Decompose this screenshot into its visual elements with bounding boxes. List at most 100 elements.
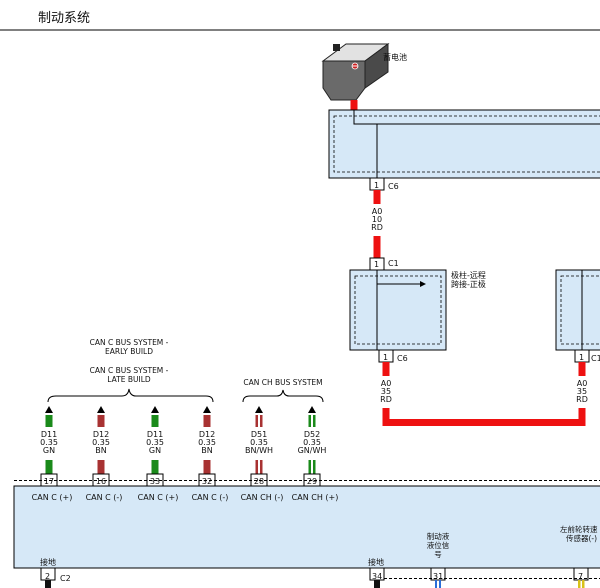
wire-circuit-1: D12: [93, 430, 109, 439]
wire-circuit-2: D11: [147, 430, 163, 439]
wire-size-3: 0.35: [198, 438, 216, 447]
battery-cable: [350, 100, 358, 110]
wire-lower-1: [97, 460, 105, 474]
svg-text:C1: C1: [388, 259, 399, 268]
wire-size-0: 0.35: [40, 438, 58, 447]
svg-text:31: 31: [433, 572, 443, 581]
can-ch-brace: [242, 389, 324, 403]
wheel-sensor-wire-b: [582, 580, 585, 588]
brake-fluid-label-2: 液位信: [427, 540, 450, 550]
pin-number-1: 16: [96, 477, 106, 486]
wire-lower-b-4: [260, 460, 263, 474]
wheel-sensor-wire-a: [578, 580, 581, 588]
ground-mid-label: 接地: [368, 557, 384, 567]
pin-number-2: 33: [150, 477, 160, 486]
wire-color-0: GN: [43, 446, 55, 455]
wire-upper-a-5: [308, 415, 311, 427]
main-module-box: [13, 485, 600, 569]
wire-a0-35-left-circuit: A0: [381, 379, 392, 388]
battery-label: 蓄电池: [383, 52, 407, 62]
signal-label-1: CAN C (-): [86, 493, 123, 502]
wire-color-1: BN: [95, 446, 106, 455]
signal-label-2: CAN C (+): [138, 493, 179, 502]
wire-size-5: 0.35: [303, 438, 321, 447]
module-a-label-2: 跨接-正极: [451, 279, 486, 289]
wire-circuit-0: D11: [41, 430, 57, 439]
wire-upper-1: [97, 415, 105, 427]
wire-a0-35-left-upper: [382, 362, 390, 376]
wire-a0-10-color: RD: [371, 223, 383, 232]
can-ch-label: CAN CH BUS SYSTEM: [243, 378, 322, 387]
wire-upper-b-4: [260, 415, 263, 427]
pin-number-5: 29: [307, 477, 317, 486]
wire-lower-0: [45, 460, 53, 474]
distribution-box-inner: [333, 115, 600, 173]
pin-number-0: 17: [44, 477, 54, 486]
svg-text:C2: C2: [60, 574, 71, 583]
wire-color-2: GN: [149, 446, 161, 455]
wire-arrow-4: [255, 406, 263, 413]
connector-c6-top: 1 C6: [369, 178, 399, 191]
wire-arrow-5: [308, 406, 316, 413]
wire-a0-35-bridge: [382, 419, 586, 426]
wire-upper-b-5: [313, 415, 316, 427]
wire-a0-35-left-color: RD: [380, 395, 392, 404]
brake-fluid-wire-b: [439, 580, 441, 588]
signal-label-5: CAN CH (+): [292, 493, 339, 502]
wire-color-4: BN/WH: [245, 446, 273, 455]
can-c-early-label-1: CAN C BUS SYSTEM -: [90, 338, 169, 347]
module-a-box: [349, 269, 447, 351]
svg-text:1: 1: [383, 353, 388, 362]
module-a-arrow: [420, 281, 426, 287]
wire-arrow-0: [45, 406, 53, 413]
module-a-inner: [354, 275, 442, 345]
wire-circuit-4: D51: [251, 430, 267, 439]
ground-left-label: 接地: [40, 557, 56, 567]
wire-lower-3: [203, 460, 211, 474]
connector-c1-in: 1 C1: [369, 257, 399, 270]
svg-text:C6: C6: [388, 182, 399, 191]
wire-lower-a-5: [308, 460, 311, 474]
can-wire-layer: D110.35GN17D120.35BN16D110.35GN33D120.35…: [40, 406, 326, 486]
wire-arrow-3: [203, 406, 211, 413]
svg-text:C6: C6: [397, 354, 408, 363]
wire-circuit-5: D52: [304, 430, 320, 439]
wire-a0-35-right-lower: [578, 408, 586, 426]
ground-mid-connector: 34: [369, 568, 385, 581]
distribution-bus: [353, 110, 600, 125]
wire-upper-0: [45, 415, 53, 427]
svg-text:1: 1: [579, 353, 584, 362]
can-c-late-label-2: LATE BUILD: [107, 375, 151, 384]
wire-color-5: GN/WH: [298, 446, 327, 455]
wheel-sensor-label-1: 左前轮转速: [560, 524, 598, 534]
svg-text:1: 1: [374, 260, 379, 269]
wire-a0-10-size: 10: [372, 215, 382, 224]
wire-a0-35-right-color: RD: [576, 395, 588, 404]
wire-upper-2: [151, 415, 159, 427]
page-title: 制动系统: [38, 11, 90, 26]
wire-upper-3: [203, 415, 211, 427]
svg-text:C1: C1: [591, 354, 600, 363]
svg-text:2: 2: [45, 572, 50, 581]
wire-a0-35-right-upper: [578, 362, 586, 376]
wire-upper-a-4: [255, 415, 258, 427]
pin-number-3: 32: [202, 477, 212, 486]
wire-size-4: 0.35: [250, 438, 268, 447]
wire-a0-35-left-size: 35: [381, 387, 391, 396]
wire-size-1: 0.35: [92, 438, 110, 447]
wire-a0-35-left-lower: [382, 408, 390, 426]
wire-circuit-3: D12: [199, 430, 215, 439]
wire-a0-35-right-circuit: A0: [577, 379, 588, 388]
signal-label-0: CAN C (+): [32, 493, 73, 502]
distribution-box: [328, 109, 600, 179]
wire-arrow-1: [97, 406, 105, 413]
signal-label-4: CAN CH (-): [241, 493, 284, 502]
wheel-sensor-label-2: 传感器(-): [566, 533, 597, 543]
wire-lower-a-4: [255, 460, 258, 474]
pin-number-4: 28: [254, 477, 264, 486]
wire-a0-10-upper: [373, 190, 381, 204]
brake-fluid-wire-a: [435, 580, 437, 588]
connector-c6-module-a: 1 C6: [378, 350, 408, 363]
svg-text:34: 34: [372, 572, 382, 581]
module-a-label-1: 极柱-远程: [451, 270, 486, 280]
